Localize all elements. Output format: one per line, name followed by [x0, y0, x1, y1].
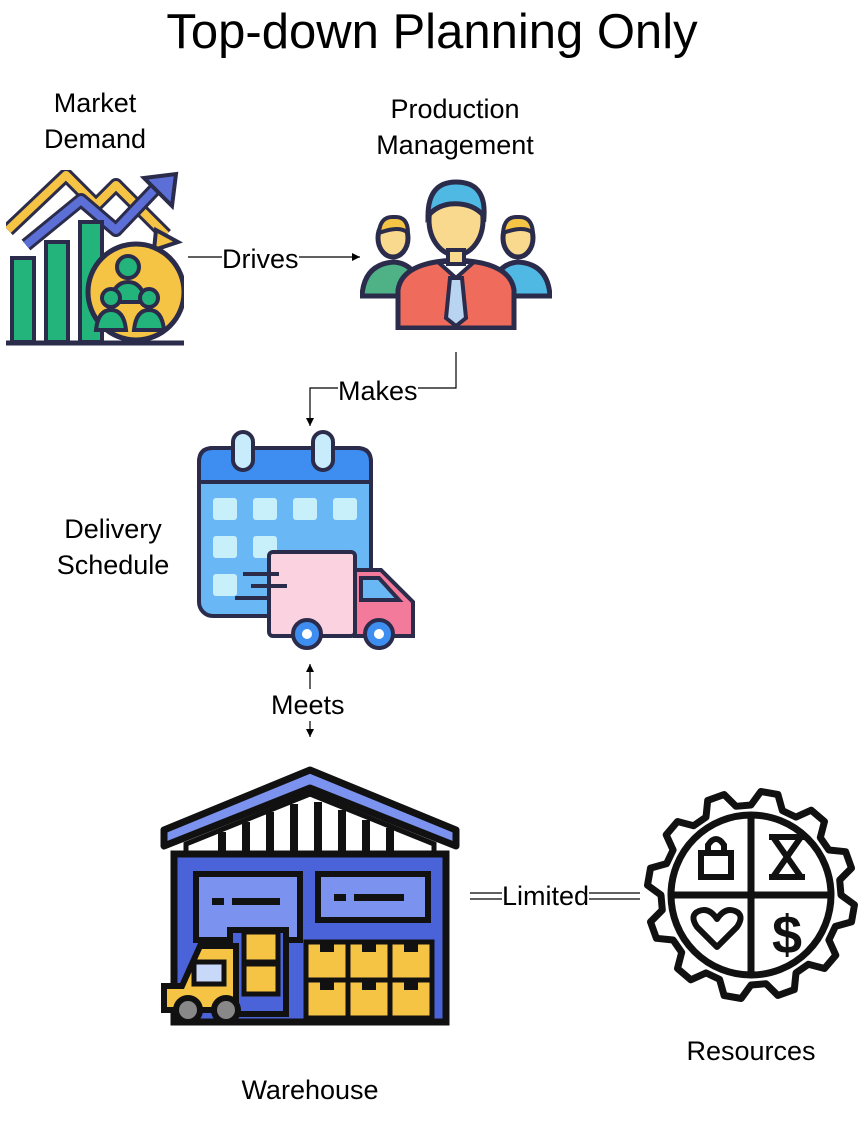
market-demand-label-line2: Demand [43, 124, 147, 154]
calendar-truck-icon [195, 430, 420, 652]
delivery-schedule-label: Delivery Schedule [38, 511, 188, 583]
delivery-schedule-label-line2: Schedule [56, 550, 170, 580]
production-management-label-line2: Management [376, 130, 534, 160]
production-management-label-line1: Production [390, 94, 520, 124]
limited-label: Limited [502, 880, 590, 912]
production-management-label: Production Management [345, 91, 565, 163]
makes-label: Makes [338, 375, 418, 407]
warehouse-icon [160, 766, 460, 1028]
delivery-schedule-label-line1: Delivery [64, 514, 162, 544]
svg-text:$: $ [772, 905, 802, 965]
market-demand-label: Market Demand [20, 85, 170, 157]
diagram-title: Top-down Planning Only [166, 5, 698, 59]
gear-resources-icon: $ [640, 784, 862, 1006]
meets-label: Meets [271, 689, 345, 721]
drives-label: Drives [222, 243, 299, 275]
market-chart-icon [6, 170, 184, 346]
warehouse-label: Warehouse [241, 1075, 379, 1105]
resources-label: Resources [686, 1036, 816, 1066]
market-demand-label-line1: Market [53, 88, 137, 118]
team-icon [360, 178, 552, 330]
